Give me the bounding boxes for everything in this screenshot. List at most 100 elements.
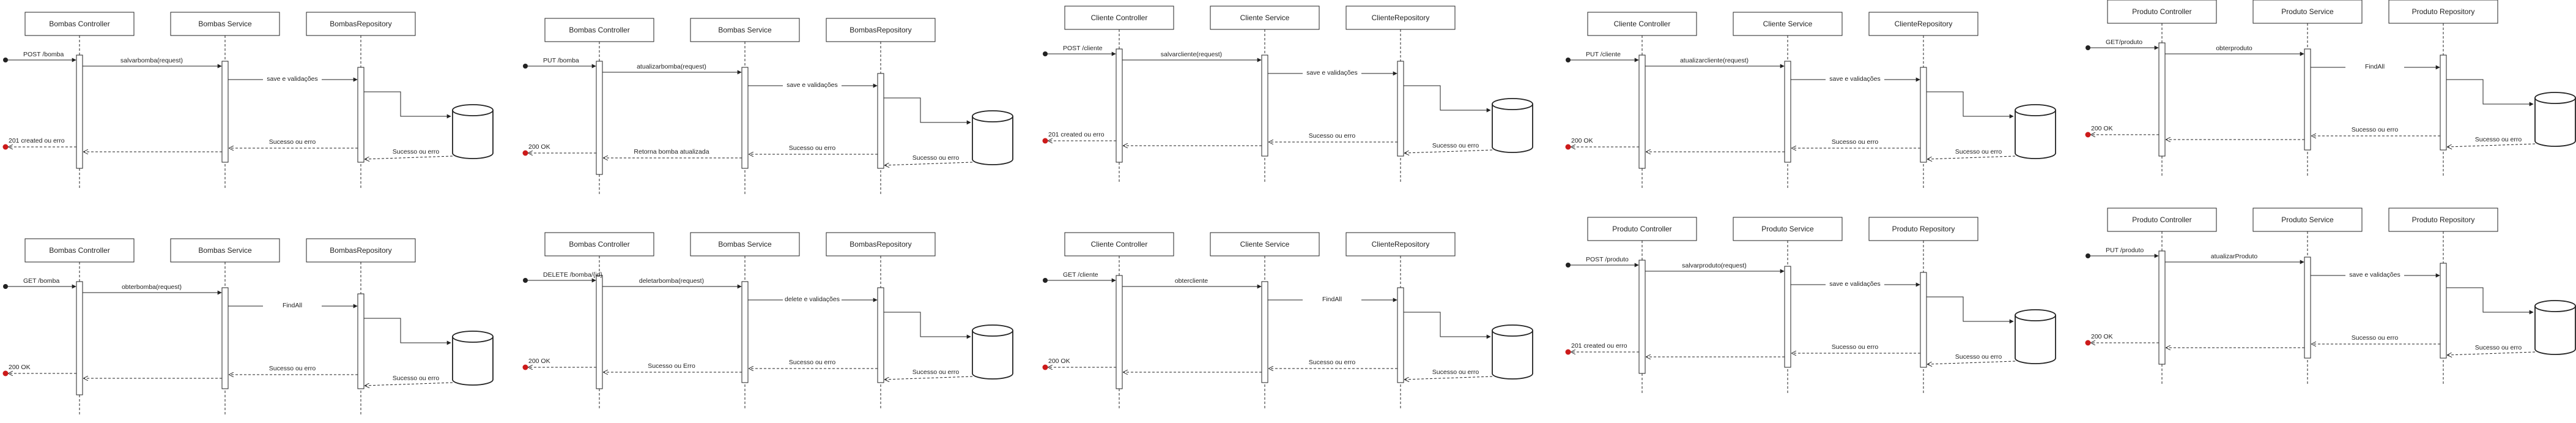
actor-box: [2252, 208, 2363, 232]
actor-label: Bombas Controller: [49, 20, 109, 28]
service-call-label: save e validações: [2349, 271, 2400, 279]
db-reply-arrow: [885, 376, 973, 380]
request-label: GET /cliente: [1063, 271, 1098, 279]
activation-bar: [2158, 42, 2166, 157]
label-bg: [2345, 61, 2404, 70]
controller-call-label: atualizarcliente(request): [1680, 57, 1749, 64]
controller-call-label: obtercliente: [1175, 277, 1208, 285]
service-reply-label: Retorna bomba atualizada: [634, 148, 709, 155]
activation-bar: [357, 67, 365, 163]
db-reply-label: Sucesso ou erro: [912, 369, 960, 376]
client-end-dot: [1565, 349, 1571, 355]
controller-call-label: salvarbomba(request): [120, 57, 183, 64]
database-top: [2534, 300, 2576, 312]
database-top: [2015, 104, 2056, 116]
actor-box: [2252, 0, 2363, 24]
actor-box: [1587, 12, 1697, 36]
activation-bar: [1920, 67, 1927, 163]
service-call-label: save e validações: [1829, 280, 1880, 288]
database-top: [2534, 92, 2576, 104]
actor-box: [1345, 6, 1456, 30]
actor-label: ClienteRepository: [1372, 13, 1430, 22]
db-query-arrow: [1404, 85, 1491, 113]
request-label: GET/produto: [2106, 39, 2142, 46]
label-bg: [263, 300, 322, 309]
db-query-arrow: [1404, 312, 1491, 339]
activation-bar: [1397, 61, 1404, 157]
label-bg: [1826, 279, 1884, 287]
actor-label: Produto Repository: [1892, 225, 1955, 233]
database-icon: [2015, 315, 2056, 364]
client-reply-label: 200 OK: [528, 357, 550, 365]
db-reply-label: Sucesso ou erro: [393, 148, 440, 155]
service-call-label: save e validações: [1306, 69, 1357, 77]
actor-box: [2107, 208, 2217, 232]
actor-box: [2388, 208, 2498, 232]
db-reply-label: Sucesso ou erro: [1432, 369, 1479, 376]
actor-label: Produto Controller: [2132, 7, 2191, 16]
database-icon: [972, 331, 1013, 380]
db-reply-arrow: [365, 155, 453, 159]
client-end-dot: [2, 370, 9, 376]
activation-bar: [596, 61, 603, 175]
activation-bar: [2440, 54, 2447, 151]
request-label: PUT /cliente: [1586, 51, 1621, 58]
db-query-arrow: [2446, 79, 2534, 107]
client-end-dot: [2085, 340, 2091, 346]
db-reply-arrow: [1405, 149, 1493, 153]
label-bg: [1303, 294, 1361, 302]
actor-label: Cliente Controller: [1091, 13, 1148, 22]
actor-label: Produto Repository: [2412, 215, 2475, 224]
repository-reply-label: Sucesso ou erro: [789, 144, 836, 152]
actor-label: Produto Service: [1761, 225, 1814, 233]
actor-box: [1210, 232, 1320, 256]
client-end-dot: [2085, 132, 2091, 138]
repository-reply-label: Sucesso ou erro: [1309, 359, 1356, 366]
activation-bar: [1116, 275, 1123, 389]
actor-box: [544, 18, 654, 42]
client-reply-label: 200 OK: [2091, 333, 2113, 340]
service-reply-label: Sucesso ou Erro: [648, 362, 695, 370]
actor-label: Cliente Controller: [1091, 240, 1148, 249]
activation-bar: [741, 281, 749, 383]
service-call-label: FindAll: [283, 302, 302, 309]
repository-reply-label: Sucesso ou erro: [2352, 334, 2399, 342]
activation-bar: [2158, 250, 2166, 365]
actor-box: [1210, 6, 1320, 30]
actor-label: Bombas Controller: [49, 246, 109, 255]
actor-label: Cliente Service: [1763, 20, 1813, 28]
request-label: PUT /bomba: [543, 57, 579, 64]
activation-bar: [76, 281, 83, 395]
actor-box: [2388, 0, 2498, 24]
db-reply-label: Sucesso ou erro: [1432, 142, 1479, 149]
db-reply-label: Sucesso ou erro: [912, 154, 960, 162]
database-top: [2015, 309, 2056, 321]
repository-reply-label: Sucesso ou erro: [1832, 343, 1879, 351]
activation-bar: [221, 287, 229, 389]
activation-bar: [357, 293, 365, 389]
client-end-dot: [522, 364, 528, 370]
actor-label: Produto Service: [2281, 215, 2334, 224]
actor-box: [1733, 12, 1843, 36]
actor-box: [1733, 217, 1843, 241]
client-end-dot: [1565, 144, 1571, 150]
client-end-dot: [1042, 138, 1048, 144]
request-label: GET /bomba: [23, 277, 59, 285]
activation-bar: [1638, 54, 1646, 169]
actor-label: ClienteRepository: [1895, 20, 1953, 28]
controller-call-label: salvarcliente(request): [1161, 51, 1222, 58]
db-query-arrow: [364, 318, 451, 345]
request-label: PUT /produto: [2106, 247, 2144, 254]
db-reply-label: Sucesso ou erro: [1955, 353, 2002, 361]
client-end-dot: [2, 144, 9, 150]
actor-box: [24, 238, 135, 263]
db-reply-arrow: [1928, 361, 2016, 364]
controller-call-label: atualizarProduto: [2211, 253, 2258, 260]
client-reply-label: 200 OK: [1048, 357, 1070, 365]
actor-box: [306, 238, 416, 263]
activation-bar: [1261, 281, 1268, 383]
